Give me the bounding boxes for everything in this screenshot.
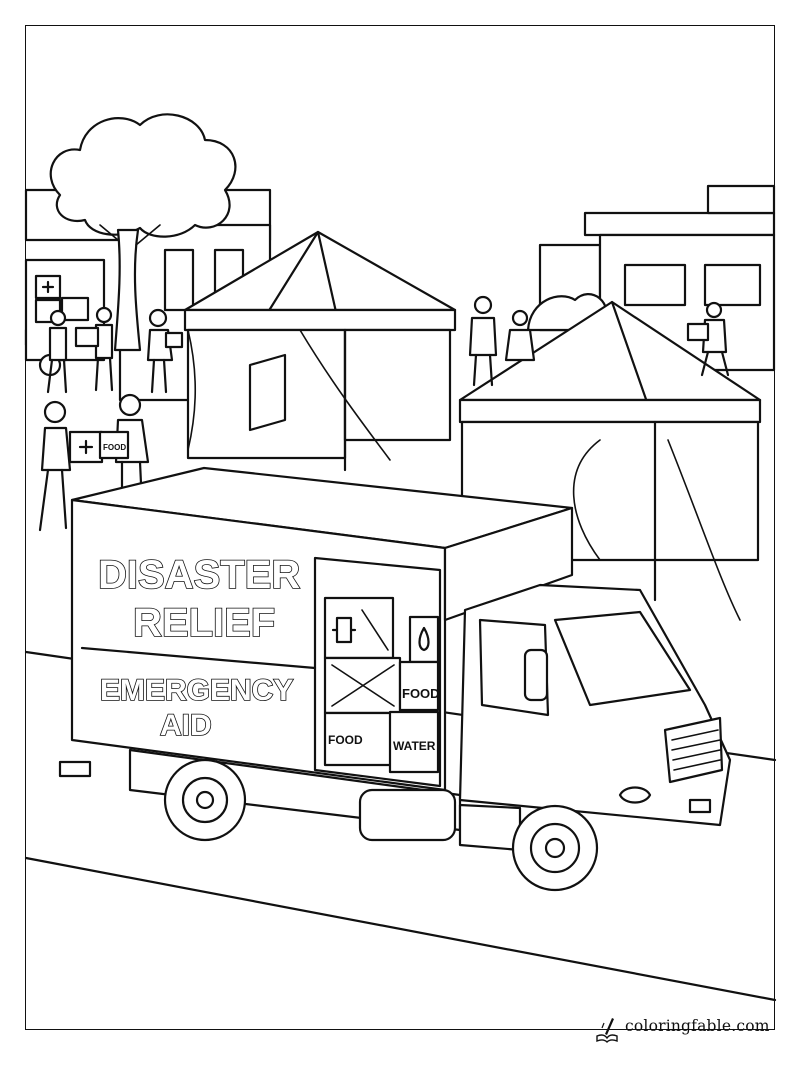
pen-and-book-icon: [596, 1018, 618, 1043]
cargo-crates: [323, 596, 440, 774]
truck-text-relief: RELIEF: [133, 601, 275, 645]
carried-box-label: FOOD: [103, 443, 126, 452]
relief-truck: [58, 466, 732, 892]
truck-text-disaster: DISASTER: [98, 553, 300, 597]
foreground-people: [38, 393, 150, 532]
site-name[interactable]: coloringfable.com: [625, 1017, 770, 1035]
truck-text-emergency: EMERGENCY: [100, 674, 293, 707]
tent-left: [183, 230, 457, 472]
page-border: [25, 25, 775, 1030]
crate-label-water: WATER: [393, 739, 436, 753]
crate-label-food-upper: FOOD: [402, 686, 440, 701]
background-people: [46, 295, 730, 394]
crate-label-food-lower: FOOD: [328, 733, 363, 747]
truck-text-aid: AID: [160, 709, 212, 742]
footer: coloringfable.com: [0, 1012, 800, 1048]
tree: [49, 113, 237, 352]
footer-rule-left: [420, 1029, 560, 1030]
footer-rule-right: [758, 1029, 775, 1030]
